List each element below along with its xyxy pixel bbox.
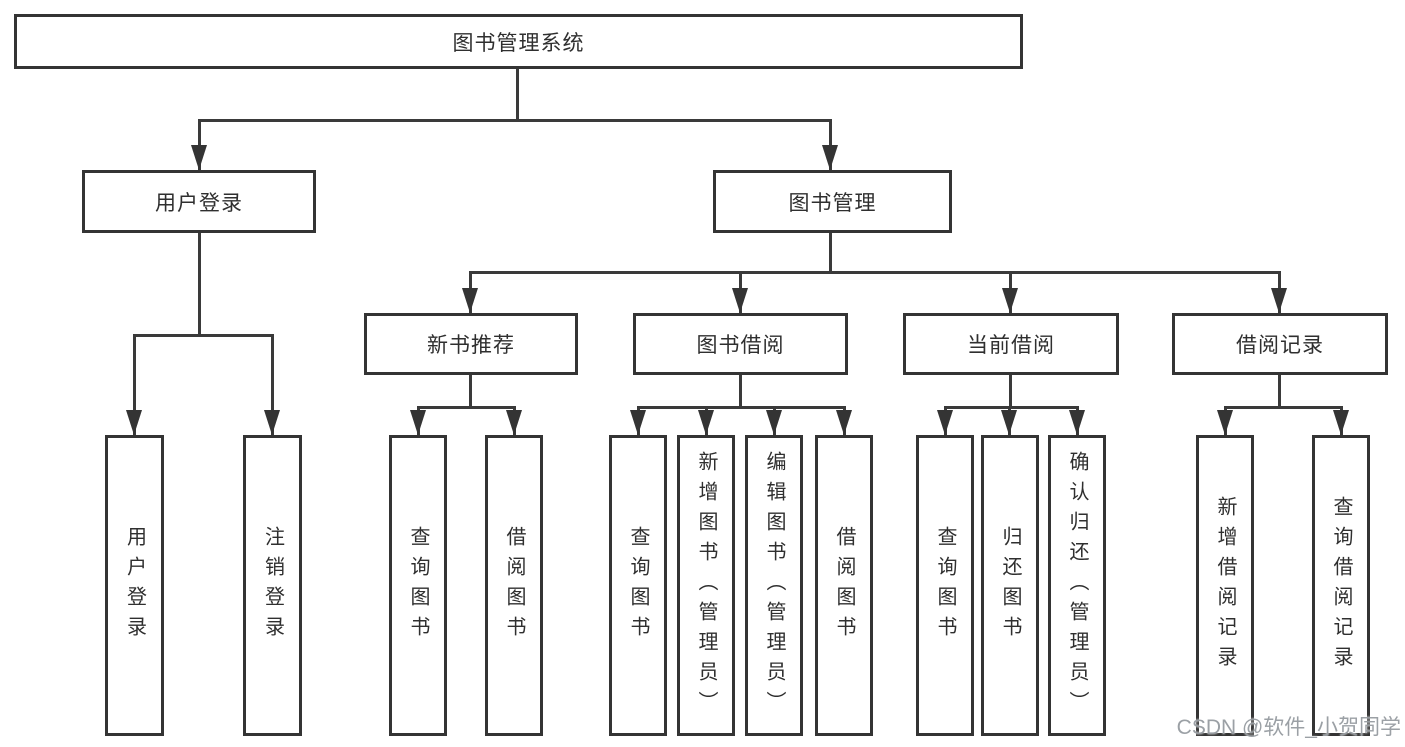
node-book-management: 图书管理	[713, 170, 952, 233]
edge-new-book-rec-stem	[469, 375, 472, 407]
leaf-br-add-record: 新增借阅记录	[1196, 435, 1254, 736]
edge-root-drop-book-mgmt	[829, 119, 832, 170]
node-user-login: 用户登录	[82, 170, 316, 233]
arrowhead-br-query	[1333, 410, 1349, 435]
arrowhead-cb-confirm	[1069, 410, 1085, 435]
leaf-bb-borrow-books: 借阅图书	[815, 435, 873, 736]
edge-drop-leaf-logout	[271, 334, 274, 435]
leaf-cb-confirm-return-admin: 确认归还（管理员）	[1048, 435, 1106, 736]
edge-user-login-stem	[198, 233, 201, 335]
edge-root-drop-user-login	[198, 119, 201, 170]
arrowhead-book-borrow	[732, 288, 748, 313]
node-borrowing-records: 借阅记录	[1172, 313, 1388, 375]
leaf-user-login: 用户登录	[105, 435, 164, 736]
arrowhead-leaf-user-login	[126, 410, 142, 435]
edge-book-borrow-stem	[739, 375, 742, 407]
leaf-logout: 注销登录	[243, 435, 302, 736]
edge-book-mgmt-stem	[829, 233, 832, 272]
leaf-bb-edit-books-admin: 编辑图书（管理员）	[745, 435, 803, 736]
leaf-bb-add-books-admin: 新增图书（管理员）	[677, 435, 735, 736]
node-book-borrowing: 图书借阅	[633, 313, 848, 375]
arrowhead-bb-edit	[766, 410, 782, 435]
arrowhead-cb-query	[937, 410, 953, 435]
arrowhead-leaf-logout	[264, 410, 280, 435]
edge-current-borrow-stem	[1009, 375, 1012, 407]
leaf-cb-query-books: 查询图书	[916, 435, 974, 736]
arrowhead-bb-borrow	[836, 410, 852, 435]
edge-new-book-rec-bus	[417, 406, 516, 409]
edge-current-borrow-bus	[944, 406, 1079, 409]
arrowhead-br-add	[1217, 410, 1233, 435]
node-new-book-recommendation: 新书推荐	[364, 313, 578, 375]
arrowhead-cb-return	[1001, 410, 1017, 435]
edge-root-stem	[516, 69, 519, 120]
edge-borrow-record-bus	[1224, 406, 1343, 409]
arrowhead-rec-query	[410, 410, 426, 435]
arrowhead-borrow-record	[1271, 288, 1287, 313]
edge-book-mgmt-bus	[469, 271, 1281, 274]
leaf-rec-borrow-books: 借阅图书	[485, 435, 543, 736]
leaf-br-query-record: 查询借阅记录	[1312, 435, 1370, 736]
edge-borrow-record-stem	[1278, 375, 1281, 407]
edge-user-login-bus	[133, 334, 274, 337]
leaf-cb-return-books: 归还图书	[981, 435, 1039, 736]
leaf-bb-query-books: 查询图书	[609, 435, 667, 736]
arrowhead-bb-add	[698, 410, 714, 435]
csdn-watermark: CSDN @软件_小贺同学	[1176, 716, 1401, 739]
arrowhead-bb-query	[630, 410, 646, 435]
arrowhead-rec-borrow	[506, 410, 522, 435]
arrowhead-current-borrow	[1002, 288, 1018, 313]
node-current-borrowing: 当前借阅	[903, 313, 1119, 375]
arrowhead-new-book-rec	[462, 288, 478, 313]
edge-drop-leaf-user-login	[133, 334, 136, 435]
leaf-rec-query-books: 查询图书	[389, 435, 447, 736]
node-library-management-system: 图书管理系统	[14, 14, 1023, 69]
edge-book-borrow-bus	[637, 406, 846, 409]
edge-root-bus	[198, 119, 832, 122]
arrowhead-book-mgmt	[822, 145, 838, 170]
arrowhead-user-login	[191, 145, 207, 170]
